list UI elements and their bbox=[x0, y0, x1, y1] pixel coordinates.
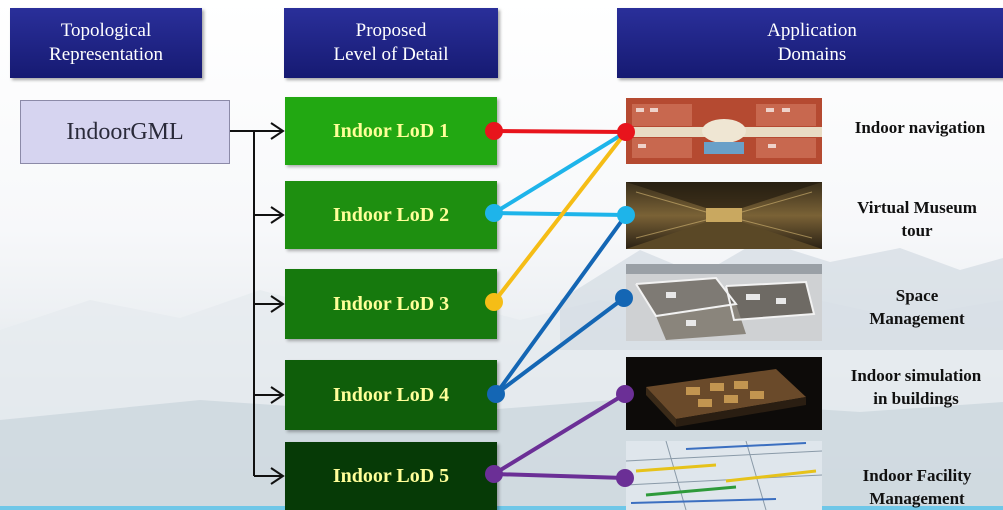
header-line: Level of Detail bbox=[333, 44, 449, 65]
header-application-domains: Application Domains bbox=[617, 8, 1003, 78]
node-domain4 bbox=[616, 385, 634, 403]
arrowhead-lod2 bbox=[270, 206, 285, 224]
domain-label-line: Indoor Facility bbox=[862, 466, 972, 485]
node-lod5 bbox=[485, 465, 503, 483]
domain-label-line: Indoor simulation bbox=[850, 366, 982, 385]
arrowhead-lod1 bbox=[270, 122, 285, 140]
connection-lod3-to-domain1 bbox=[492, 130, 628, 304]
node-domain5 bbox=[616, 469, 634, 487]
header-line: Application bbox=[767, 20, 857, 41]
lod-box-3: Indoor LoD 3 bbox=[285, 269, 497, 339]
arrowhead-lod5 bbox=[270, 467, 285, 485]
domain-label-virtual-museum: Virtual Museum tour bbox=[832, 196, 1002, 242]
header-line: Domains bbox=[777, 44, 847, 65]
header-proposed-lod: Proposed Level of Detail bbox=[284, 8, 498, 78]
connection-lod4-to-domain3 bbox=[494, 296, 626, 396]
arrowhead-lod4 bbox=[270, 386, 285, 404]
connection-lod4-to-domain2 bbox=[494, 213, 628, 396]
connection-lod5-to-domain5 bbox=[492, 472, 627, 480]
node-lod3 bbox=[485, 293, 503, 311]
node-domain3 bbox=[615, 289, 633, 307]
node-lod4 bbox=[487, 385, 505, 403]
node-domain2 bbox=[617, 206, 635, 224]
lod-box-4: Indoor LoD 4 bbox=[285, 360, 497, 430]
lod-box-1: Indoor LoD 1 bbox=[285, 97, 497, 165]
facility-pipes-thumbnail bbox=[626, 441, 822, 510]
domain-label-line: in buildings bbox=[873, 389, 959, 408]
building-cutaway-thumbnail bbox=[626, 357, 822, 430]
indoorgml-box: IndoorGML bbox=[20, 100, 230, 164]
header-line: Representation bbox=[49, 44, 163, 65]
floor-plan-thumbnail bbox=[626, 98, 822, 164]
connection-lod2-to-domain1 bbox=[492, 130, 628, 215]
lod-box-2: Indoor LoD 2 bbox=[285, 181, 497, 249]
domain-label-line: Virtual Museum bbox=[857, 198, 977, 217]
museum-hall-thumbnail bbox=[626, 182, 822, 249]
domain-label-line: Space bbox=[895, 286, 939, 305]
arrowhead-lod3 bbox=[270, 295, 285, 313]
3d-rooms-thumbnail bbox=[626, 264, 822, 341]
node-domain1 bbox=[617, 123, 635, 141]
connection-lod5-to-domain4 bbox=[492, 392, 627, 476]
header-line: Topological bbox=[60, 20, 152, 41]
connection-lod1-to-domain1 bbox=[492, 129, 628, 134]
header-line: Proposed bbox=[355, 20, 427, 41]
lod-box-5: Indoor LoD 5 bbox=[285, 442, 497, 510]
node-lod1 bbox=[485, 122, 503, 140]
node-lod2 bbox=[485, 204, 503, 222]
domain-label-line: Indoor navigation bbox=[854, 118, 986, 137]
domain-label-space-management: Space Management bbox=[832, 284, 1002, 330]
domain-label-indoor-navigation: Indoor navigation bbox=[836, 116, 1003, 139]
domain-label-facility-management: Indoor Facility Management bbox=[832, 464, 1002, 510]
bottom-accent-strip bbox=[0, 506, 1003, 510]
domain-label-indoor-simulation: Indoor simulation in buildings bbox=[830, 364, 1002, 410]
domain-label-line: Management bbox=[869, 309, 965, 328]
domain-label-line: Management bbox=[869, 489, 965, 508]
domain-label-line: tour bbox=[901, 221, 933, 240]
header-topological-representation: Topological Representation bbox=[10, 8, 202, 78]
